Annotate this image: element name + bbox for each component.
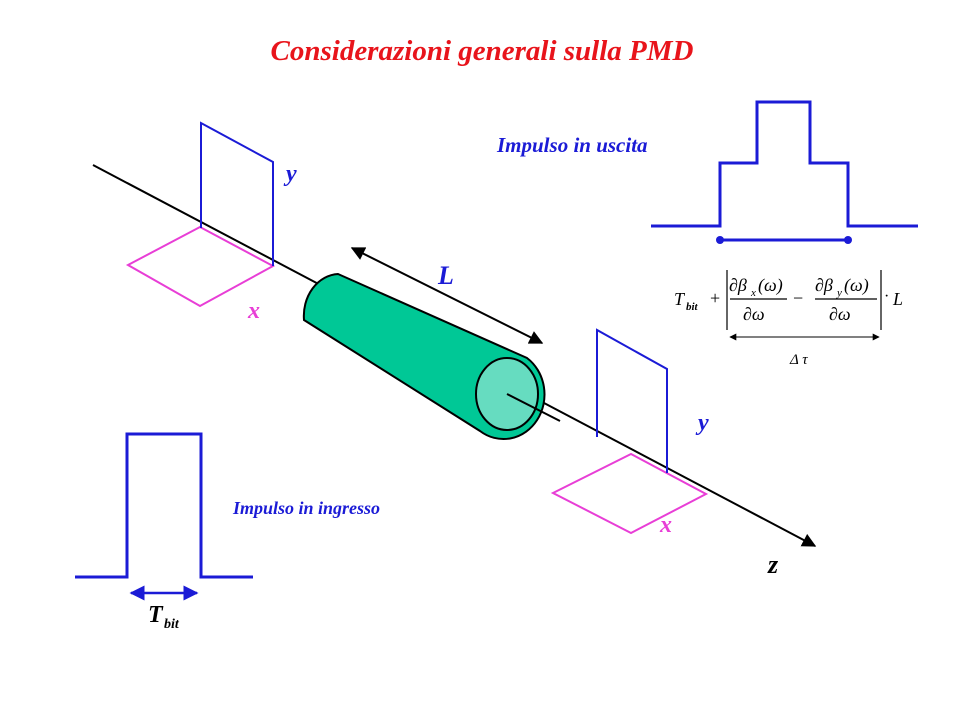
fiber-length-arrow	[350, 247, 544, 344]
fraction1-beta-subscript: x	[750, 287, 756, 299]
fraction2-denominator: ∂ω	[829, 304, 851, 324]
t-bit-label: T	[148, 602, 164, 628]
formula-dot: ·	[884, 288, 889, 305]
output-width-right-dot	[844, 236, 852, 244]
fiber-length-label: L	[437, 261, 454, 290]
formula-t-subscript: bit	[686, 301, 699, 313]
output-width-left-dot	[716, 236, 724, 244]
input-pulse-waveform	[75, 432, 253, 579]
delta-tau-label: Δ τ	[789, 352, 808, 368]
z-axis-label: z	[767, 550, 779, 579]
dgd-formula: T bit + ∂β x (ω) ∂ω − ∂β y (ω) ∂ω · L Δ …	[674, 270, 903, 368]
output-y-plane	[596, 328, 668, 473]
formula-length: L	[892, 289, 903, 309]
formula-minus: −	[793, 288, 803, 308]
output-x-label: x	[659, 512, 672, 538]
input-y-label: y	[283, 161, 297, 187]
fraction1-numerator: ∂β	[729, 275, 747, 295]
formula-plus: +	[710, 288, 720, 308]
fraction1-omega: (ω)	[758, 275, 783, 296]
t-bit-subscript: bit	[164, 617, 180, 632]
fraction2-numerator: ∂β	[815, 275, 833, 295]
output-y-label: y	[695, 410, 709, 436]
fraction2-beta-subscript: y	[836, 287, 842, 299]
input-pulse-label: Impulso in ingresso	[232, 498, 380, 518]
output-pulse-label: Impulso in uscita	[496, 133, 648, 157]
input-x-label: x	[247, 298, 260, 324]
page-title: Considerazioni generali sulla PMD	[271, 35, 694, 67]
output-pulse-waveform	[651, 100, 918, 228]
fraction1-denominator: ∂ω	[743, 304, 765, 324]
formula-t: T	[674, 289, 686, 309]
input-x-plane	[125, 225, 276, 308]
axis-through-fiber	[506, 393, 561, 422]
input-y-plane	[200, 121, 274, 266]
output-x-plane	[550, 452, 709, 535]
fraction2-omega: (ω)	[844, 275, 869, 296]
